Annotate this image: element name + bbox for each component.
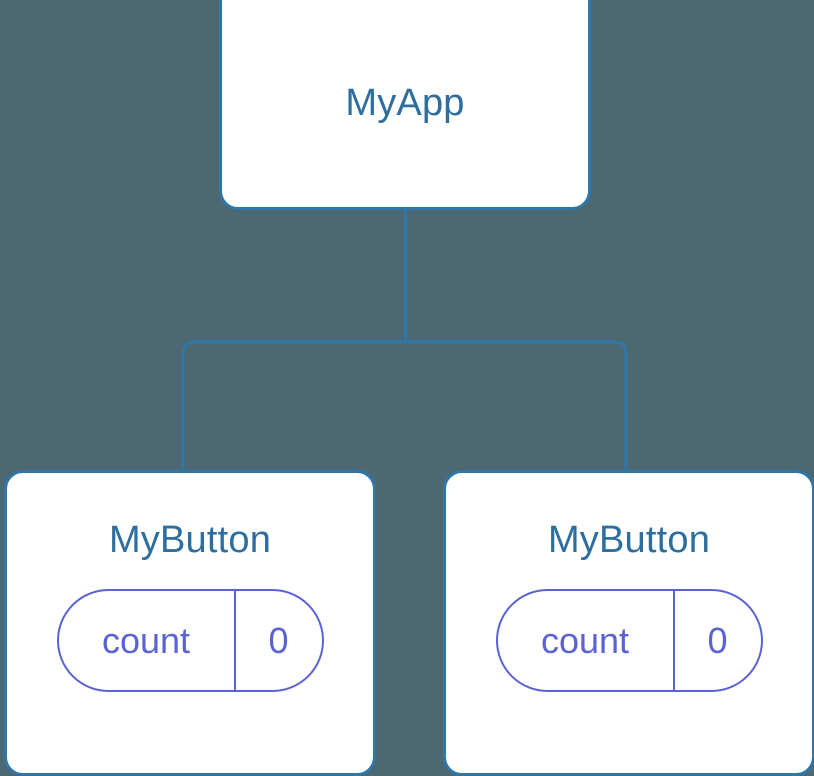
node-myapp-label: MyApp (345, 82, 465, 124)
node-mybutton-right-label: MyButton (547, 519, 711, 561)
state-pill-right[interactable]: count 0 (495, 589, 763, 692)
node-mybutton-left[interactable]: MyButton count 0 (4, 470, 376, 776)
edge-root-to-child-left (181, 340, 406, 472)
node-mybutton-right[interactable]: MyButton count 0 (443, 470, 814, 776)
state-pill-left[interactable]: count 0 (56, 589, 324, 692)
state-pill-right-key: count (498, 591, 675, 690)
node-myapp[interactable]: MyApp (219, 0, 591, 210)
edge-root-to-child-right (405, 340, 628, 472)
state-pill-right-value: 0 (707, 619, 728, 661)
tree-edges (181, 210, 628, 472)
node-mybutton-left-label: MyButton (108, 519, 272, 561)
state-pill-left-key: count (59, 591, 236, 690)
component-tree-diagram: MyApp MyButton count 0 MyButton count 0 (4, 0, 814, 776)
state-pill-left-value: 0 (268, 619, 289, 661)
